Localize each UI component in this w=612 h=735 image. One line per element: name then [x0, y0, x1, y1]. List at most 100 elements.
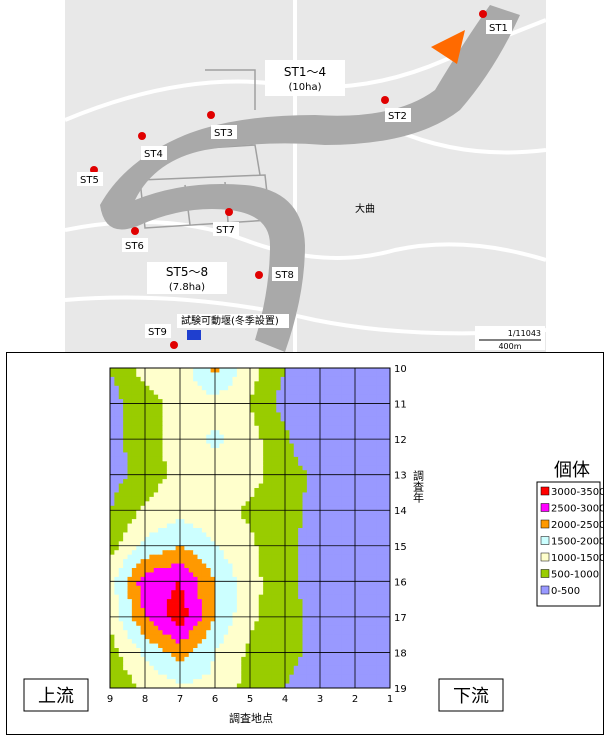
contour-cell [341, 585, 347, 591]
contour-cell [136, 390, 142, 396]
contour-cell [123, 430, 128, 436]
contour-cell [153, 421, 159, 427]
contour-cell [333, 474, 338, 480]
contour-cell [175, 630, 181, 636]
contour-cell [263, 474, 268, 480]
contour-cell [355, 576, 360, 582]
contour-cell [153, 430, 159, 436]
contour-cell [123, 519, 128, 524]
contour-cell [258, 674, 264, 680]
contour-cell [250, 554, 255, 560]
contour-cell [363, 470, 369, 476]
contour-cell [328, 621, 334, 627]
contour-cell [289, 683, 295, 689]
contour-cell [127, 683, 133, 689]
contour-cell [381, 550, 387, 556]
station-label-st5: ST5 [80, 175, 99, 186]
contour-cell [188, 470, 194, 476]
contour-cell [140, 536, 146, 542]
contour-cell [171, 412, 177, 418]
contour-cell [302, 385, 308, 391]
contour-cell [162, 421, 168, 427]
contour-cell [276, 528, 282, 533]
contour-cell [320, 674, 325, 680]
contour-cell [328, 674, 334, 680]
contour-cell [153, 594, 159, 600]
contour-cell [127, 536, 133, 542]
contour-cell [184, 390, 190, 396]
contour-cell [193, 474, 198, 480]
contour-cell [381, 492, 387, 498]
contour-cell [241, 559, 247, 564]
contour-cell [210, 590, 216, 596]
contour-cell [337, 430, 343, 436]
contour-cell [285, 430, 290, 436]
contour-cell [385, 376, 391, 382]
contour-cell [311, 639, 317, 644]
contour-cell [110, 488, 115, 493]
contour-cell [315, 594, 321, 600]
contour-cell [153, 465, 159, 471]
contour-cell [285, 639, 290, 644]
contour-cell [333, 528, 338, 533]
contour-cell [236, 439, 242, 444]
contour-cell [385, 483, 391, 489]
contour-cell [315, 408, 321, 413]
contour-cell [245, 372, 251, 378]
contour-cell [315, 665, 321, 671]
contour-cell [285, 434, 290, 440]
contour-cell [359, 443, 365, 449]
contour-cell [215, 452, 220, 458]
contour-cell [228, 425, 233, 431]
contour-cell [197, 492, 203, 498]
contour-cell [271, 674, 277, 680]
contour-cell [302, 536, 308, 542]
contour-cell [346, 612, 352, 618]
contour-cell [302, 394, 308, 400]
contour-cell [171, 585, 177, 591]
contour-cell [162, 390, 168, 396]
contour-cell [162, 568, 168, 573]
contour-cell [293, 479, 299, 484]
contour-cell [337, 510, 343, 516]
contour-cell [298, 590, 303, 596]
contour-cell [245, 630, 251, 636]
contour-cell [324, 465, 330, 471]
contour-cell [315, 536, 321, 542]
contour-cell [276, 505, 282, 511]
contour-cell [232, 492, 238, 498]
contour-cell [228, 483, 233, 489]
contour-cell [171, 421, 177, 427]
contour-cell [263, 608, 268, 613]
contour-cell [210, 541, 216, 547]
contour-cell [258, 656, 264, 662]
contour-cell [337, 550, 343, 556]
contour-cell [201, 639, 207, 644]
contour-cell [333, 559, 338, 564]
contour-cell [289, 492, 295, 498]
contour-cell [359, 536, 365, 542]
contour-cell [201, 425, 207, 431]
contour-cell [328, 456, 334, 462]
contour-cell [131, 532, 137, 538]
contour-cell [236, 488, 242, 493]
contour-cell [145, 430, 150, 436]
legend-swatch [540, 486, 550, 496]
contour-cell [254, 550, 260, 556]
contour-cell [280, 581, 286, 587]
contour-cell [153, 679, 159, 684]
contour-cell [149, 381, 155, 387]
contour-cell [215, 674, 220, 680]
contour-cell [201, 545, 207, 551]
contour-cell [114, 652, 120, 658]
contour-cell [232, 603, 238, 609]
contour-cell [153, 523, 159, 529]
contour-cell [250, 594, 255, 600]
contour-cell [381, 616, 387, 622]
contour-cell [175, 648, 181, 653]
contour-cell [368, 505, 373, 511]
contour-cell [372, 536, 378, 542]
contour-cell [175, 403, 181, 409]
contour-cell [118, 421, 124, 427]
contour-cell [245, 563, 251, 569]
